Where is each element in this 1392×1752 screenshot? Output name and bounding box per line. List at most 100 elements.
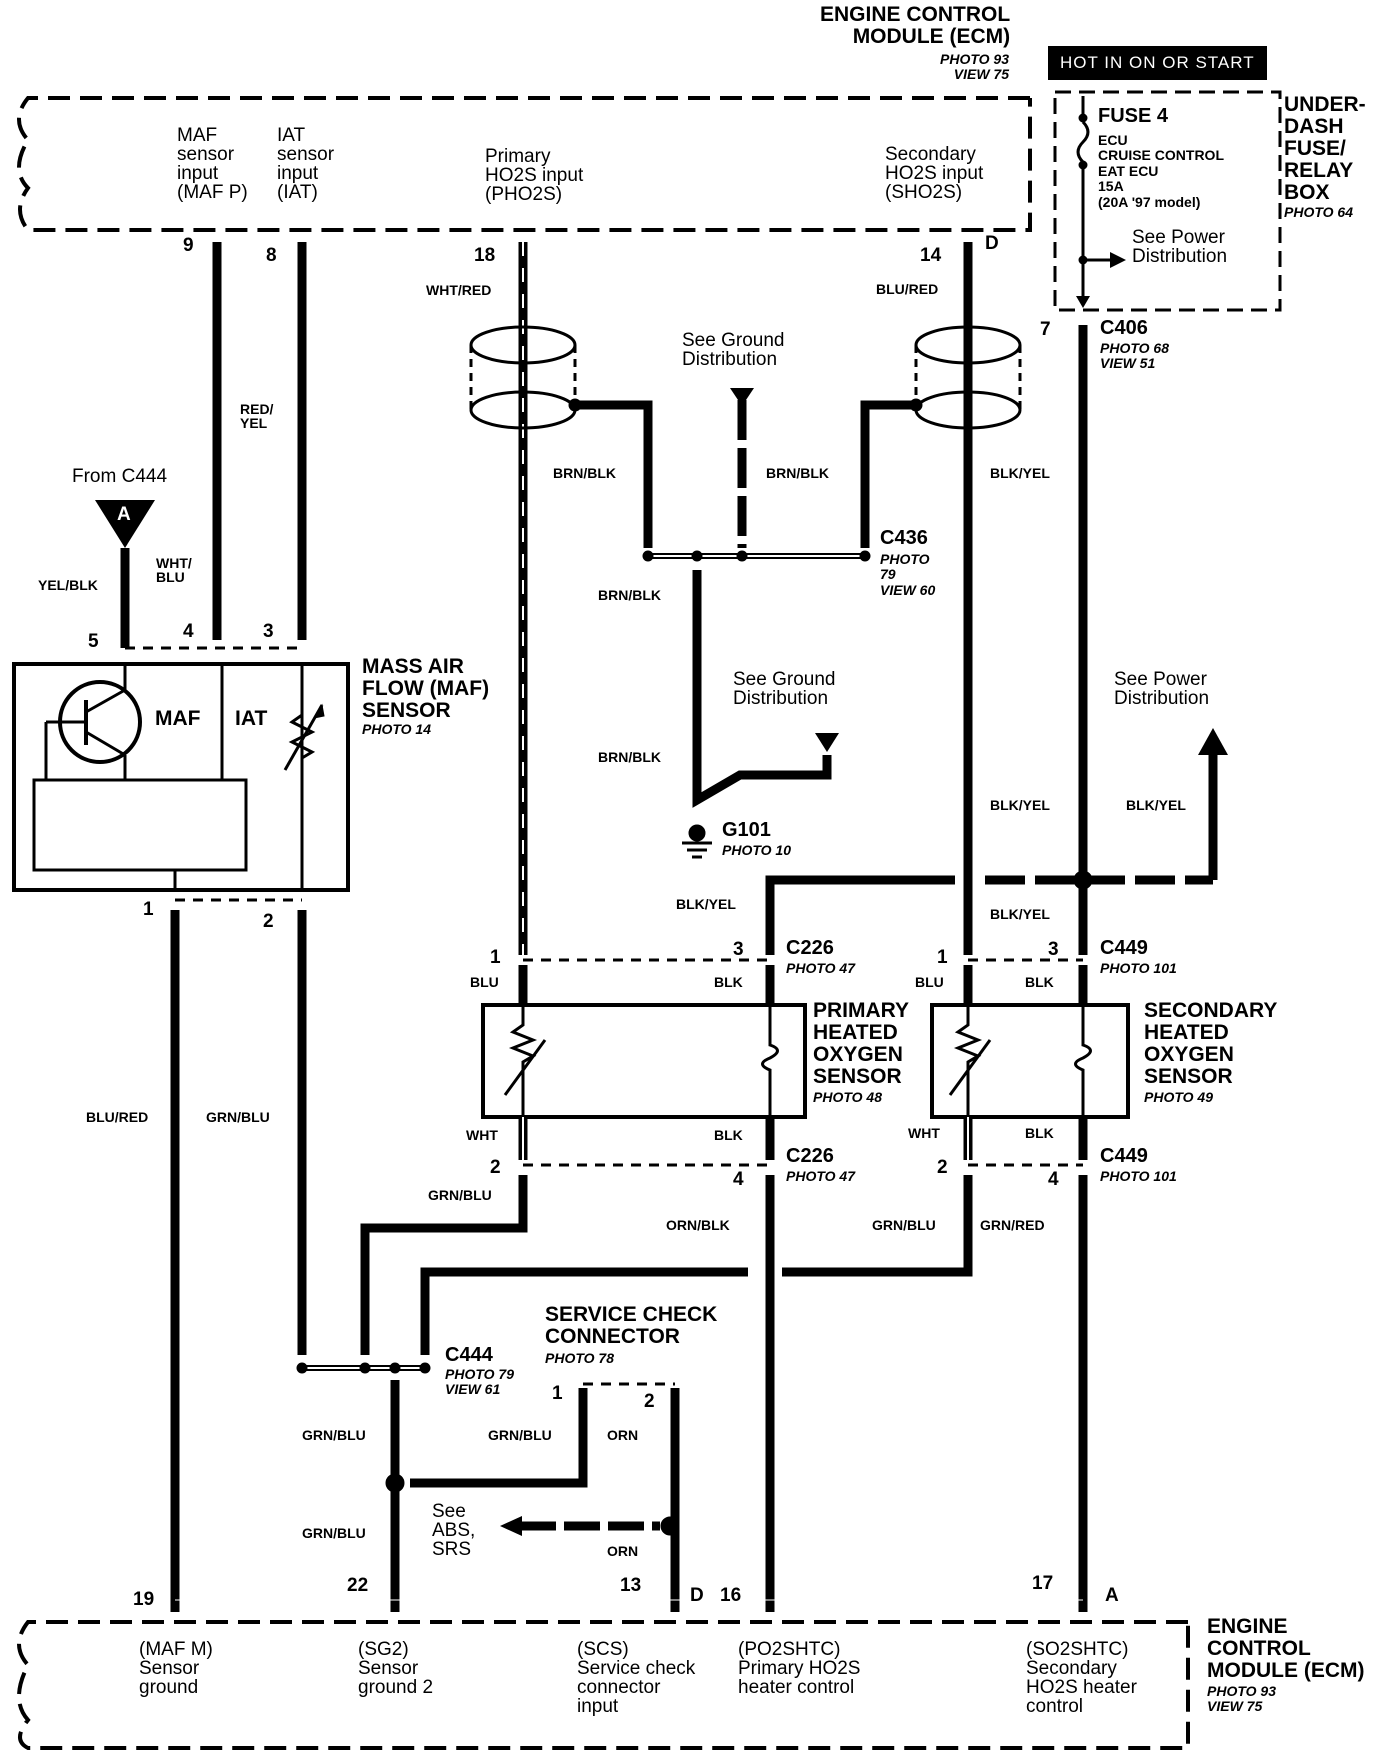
secondary-ho2s-box	[930, 1003, 1130, 1119]
fuse-see-power: See Power Distribution	[1132, 227, 1228, 267]
pin-14: 14	[920, 245, 942, 266]
pin-c449-2: 2	[937, 1157, 948, 1178]
ecm-top-title: ENGINE CONTROL MODULE (ECM)	[820, 3, 1011, 49]
hot-badge: HOT IN ON OR START	[1048, 46, 1267, 80]
fuse-node-1	[1078, 113, 1088, 123]
pin-scc-1: 1	[552, 1383, 563, 1404]
wire-brn-blk-right	[860, 400, 916, 548]
wire-label-grn-blu-left: GRN/BLU	[206, 1109, 270, 1125]
primary-ho2s-title: PRIMARY HEATED OXYGEN SENSOR	[813, 999, 910, 1089]
fuse-power-arrow	[1110, 252, 1126, 268]
pin-scc-2: 2	[644, 1391, 655, 1412]
ecm-input-pho2s: Primary HO2S input (PHO2S)	[485, 146, 584, 205]
wire-label-brn-blk-c1: BRN/BLK	[598, 587, 661, 603]
wire-label-grn-blu-4: GRN/BLU	[302, 1427, 366, 1443]
wire-label-brn-blk-right: BRN/BLK	[766, 465, 829, 481]
c436-node-3	[736, 550, 748, 562]
wire-grn-blu-secondary	[420, 1267, 748, 1355]
ecm-bottom-photo: PHOTO 93 VIEW 75	[1207, 1683, 1276, 1715]
wire-9	[212, 242, 229, 640]
ecm-top-photo: PHOTO 93 VIEW 75	[940, 51, 1009, 83]
wire-label-grn-red: GRN/RED	[980, 1217, 1045, 1233]
wire-label-blu-1: BLU	[470, 974, 499, 990]
pin-maf-2: 2	[263, 911, 274, 932]
wire-label-blk-4: BLK	[1025, 1125, 1054, 1141]
wire-label-orn-1: ORN	[607, 1427, 639, 1443]
wire-label-grn-blu-6: GRN/BLU	[302, 1525, 366, 1541]
connector-c226-bottom: C226	[786, 1145, 834, 1167]
secondary-ho2s-photo: PHOTO 49	[1144, 1089, 1213, 1105]
wire-grn-blu-primary	[360, 1175, 528, 1355]
pin-18: 18	[474, 245, 496, 266]
connector-c226-top-photo: PHOTO 47	[786, 960, 855, 976]
see-ground-distribution-1[interactable]: See Ground Distribution	[682, 330, 785, 370]
wire-label-orn-2: ORN	[607, 1543, 639, 1559]
connector-c436-photo: PHOTO 79 VIEW 60	[880, 551, 936, 598]
pin-c226-2: 2	[490, 1157, 501, 1178]
ecm-input-maf-p: MAF sensor input (MAF P)	[177, 125, 248, 203]
power-arrow-up	[1198, 728, 1228, 755]
wire-label-grn-blu-3: GRN/BLU	[872, 1217, 936, 1233]
pin-b13: 13	[620, 1575, 642, 1596]
wire-label-blk-yel-3: BLK/YEL	[1126, 797, 1186, 813]
fuse-label: FUSE 4	[1098, 105, 1169, 127]
pin-bd: D	[690, 1585, 704, 1606]
c436-node-2	[691, 550, 703, 562]
ref-a-label: A	[117, 504, 131, 525]
pin-c226-1: 1	[490, 947, 501, 968]
pin-c226-4: 4	[733, 1169, 744, 1190]
connector-c444-photo: PHOTO 79 VIEW 61	[445, 1366, 514, 1398]
wire-label-blu-red-left: BLU/RED	[86, 1109, 149, 1125]
maf-inner-box	[32, 778, 248, 872]
wire-blk-yel-horizontal	[765, 875, 955, 955]
iat-label: IAT	[235, 707, 268, 730]
ecm-input-sho2s: Secondary HO2S input (SHO2S)	[885, 144, 984, 203]
wire-label-blu-red-top: BLU/RED	[876, 281, 939, 297]
ref-a-triangle	[95, 500, 155, 548]
wire-grn-red-secondary	[782, 1175, 973, 1277]
wire-grn-blu-to-scc	[410, 1388, 588, 1488]
maf-sensor-box	[12, 662, 350, 892]
orn-splice	[660, 1516, 680, 1536]
pin-maf-3: 3	[263, 621, 274, 642]
pin-b19: 19	[133, 1589, 155, 1610]
see-ground-distribution-2[interactable]: See Ground Distribution	[733, 669, 836, 709]
see-power-distribution-2[interactable]: See Power Distribution	[1114, 669, 1210, 709]
c444-splice	[385, 1473, 405, 1493]
fuse-box-border	[1053, 90, 1282, 312]
wire-label-blk-yel-4: BLK/YEL	[676, 896, 736, 912]
connector-c226-bottom-photo: PHOTO 47	[786, 1168, 855, 1184]
pin-c449-1: 1	[937, 947, 948, 968]
connector-c436: C436	[880, 527, 928, 549]
wire-label-red-yel: RED/ YEL	[240, 401, 274, 431]
ground-g101-photo: PHOTO 10	[722, 842, 791, 858]
pin-d-top: D	[985, 233, 999, 254]
ecm-input-iat: IAT sensor input (IAT)	[277, 125, 335, 203]
wire-label-blk-1: BLK	[714, 974, 743, 990]
see-abs-srs[interactable]: See ABS, SRS	[432, 1501, 476, 1560]
wire-label-brn-blk-c2: BRN/BLK	[598, 749, 661, 765]
pin-b16: 16	[720, 1585, 742, 1606]
connector-c449-top-photo: PHOTO 101	[1100, 960, 1177, 976]
connector-c449-top: C449	[1100, 937, 1148, 959]
iat-thermistor	[288, 713, 316, 760]
fuse-box-photo: PHOTO 64	[1284, 204, 1353, 220]
ecm-output-sg2: (SG2) Sensor ground 2	[358, 1639, 434, 1698]
connector-c406: C406	[1100, 317, 1148, 339]
wire-label-blk-3: BLK	[714, 1127, 743, 1143]
ecm-output-so2shtc: (SO2SHTC) Secondary HO2S heater control	[1026, 1639, 1137, 1717]
wire-label-blu-2: BLU	[915, 974, 944, 990]
from-c444-label: From C444	[72, 466, 168, 487]
ecm-top-border	[17, 96, 1032, 232]
primary-ho2s-box	[481, 1003, 807, 1119]
blk-yel-splice	[1073, 870, 1093, 890]
maf-sensor-photo: PHOTO 14	[362, 721, 431, 737]
wire-label-blk-yel-2: BLK/YEL	[990, 797, 1050, 813]
connector-c444: C444	[445, 1344, 493, 1366]
maf-label: MAF	[155, 707, 201, 730]
pin-9: 9	[183, 235, 194, 256]
pin-ba: A	[1105, 1585, 1119, 1606]
service-check-connector-title: SERVICE CHECK CONNECTOR	[545, 1303, 718, 1349]
